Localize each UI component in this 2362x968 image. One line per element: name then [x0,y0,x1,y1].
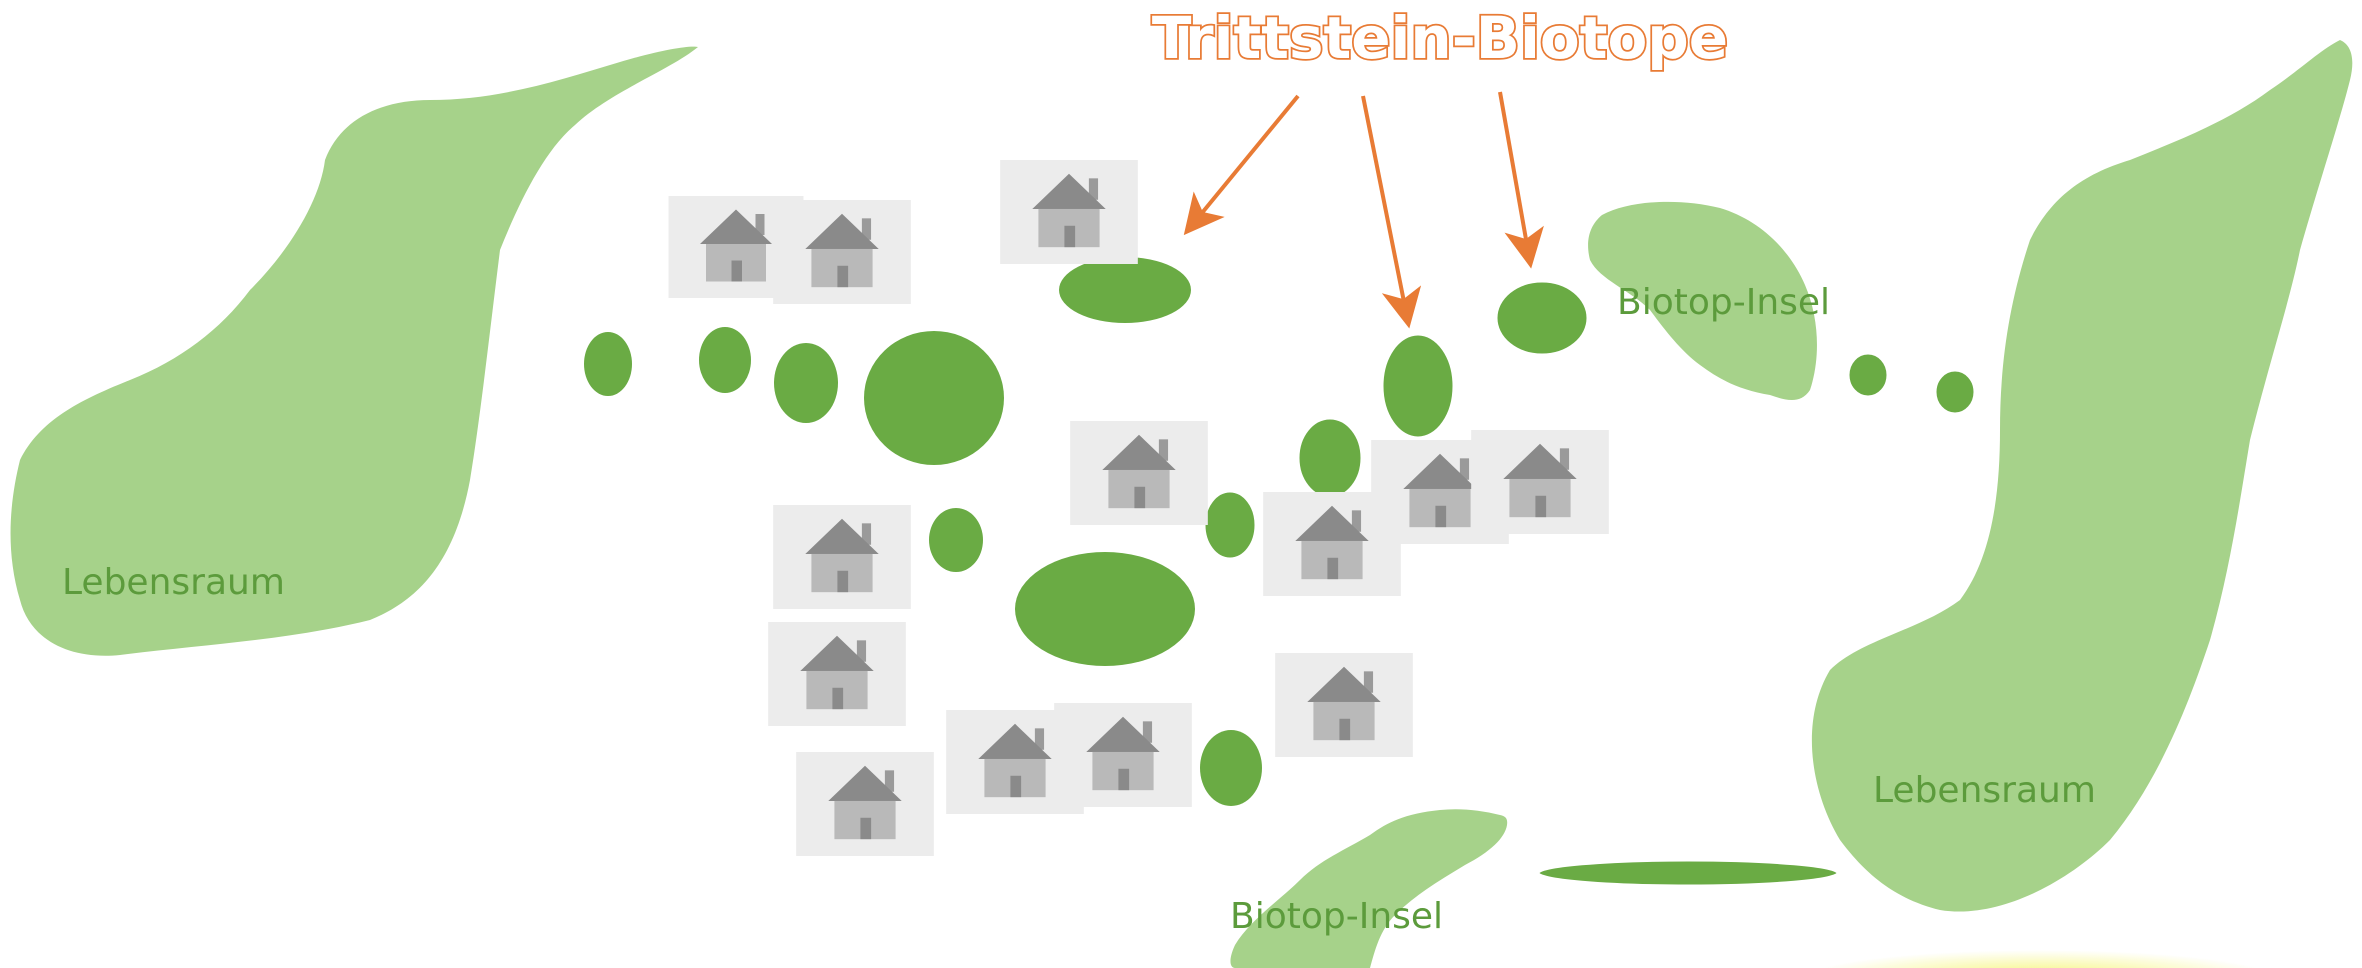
stepping-stone [1059,257,1191,323]
arrow-icon [1498,91,1544,269]
habitat-right [1811,40,2353,912]
stepping-stone [1380,332,1456,440]
label-habitat-right: Lebensraum [1873,770,2096,811]
house-icon [1070,421,1208,525]
house-icon [773,505,911,609]
arrow-icon [1183,94,1300,236]
house-icon [773,200,911,304]
stepping-stone [584,332,632,396]
diagram-title: Trittstein-Biotope [1152,4,1728,72]
stepping-stone [699,327,751,393]
stepping-stone [774,343,838,423]
stepping-stone [1015,552,1195,666]
label-habitat-left: Lebensraum [62,562,285,603]
stepping-stone [1202,489,1258,561]
house-icon [1275,653,1413,757]
house-icon [768,622,906,726]
stepping-stones [584,257,1977,888]
stepping-stone [1536,858,1840,888]
habitat-left [10,46,699,656]
decorative-glow [1820,950,2260,968]
house-icon [1471,430,1609,534]
arrow-icon [1361,95,1422,329]
biotope-island-upper [1588,201,1817,400]
house-icon [1000,160,1138,264]
arrows [1183,91,1544,329]
stepping-stone [1494,279,1590,357]
biotope-island-lower [1230,809,1508,968]
stepping-stone [1296,416,1364,500]
stepping-stone [1933,368,1977,416]
stepping-stone [864,331,1004,465]
stepping-stone [1846,351,1890,399]
label-biotope-island-lower: Biotop-Insel [1230,896,1443,937]
house-icon [1054,703,1192,807]
house-icon [796,752,934,856]
stepping-stone [1200,730,1262,806]
label-biotope-island-upper: Biotop-Insel [1617,282,1830,323]
stepping-stone [929,508,983,572]
